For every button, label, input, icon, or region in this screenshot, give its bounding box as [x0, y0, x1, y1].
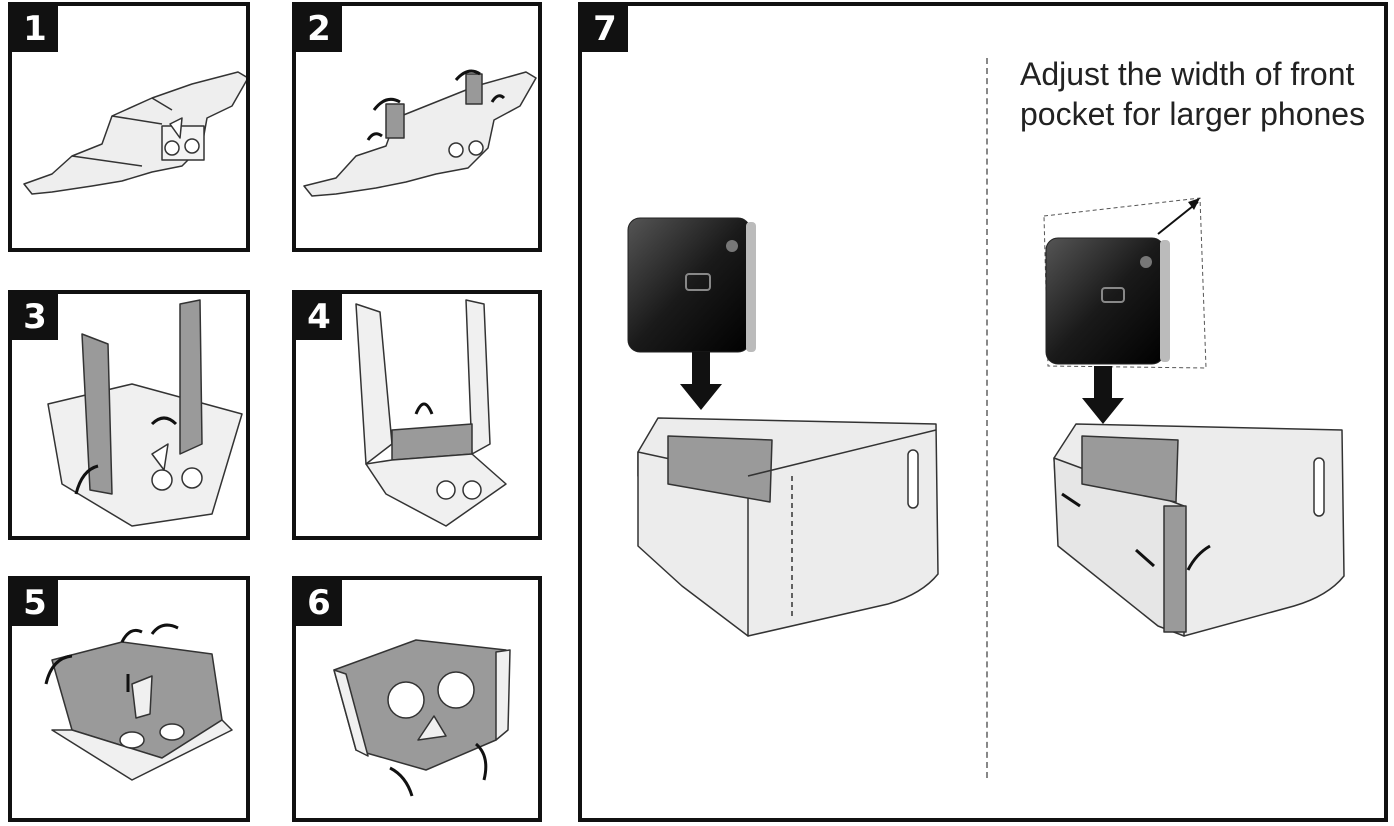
cardboard-viewer	[637, 417, 939, 637]
divider-line	[986, 58, 988, 778]
left-arrow-icon	[1061, 492, 1081, 508]
folding-back-wall	[355, 299, 507, 527]
step-5-number: 5	[12, 580, 58, 626]
step-1-number: 1	[12, 6, 58, 52]
folding-walls-up	[47, 299, 243, 527]
right-arrow-icon	[1135, 548, 1155, 568]
step-4-number: 4	[296, 294, 342, 340]
larger-phone-insertion	[1043, 197, 1345, 637]
step-5-panel: 5	[8, 576, 250, 822]
step-2-number: 2	[296, 6, 342, 52]
standard-phone-insertion	[627, 217, 939, 637]
folding-side-flaps	[303, 69, 537, 197]
step-7-panel: 7 Adjust the width of front pocket for l…	[578, 2, 1388, 822]
down-arrow-icon	[680, 352, 722, 410]
step-6-number: 6	[296, 580, 342, 626]
instruction-caption: Adjust the width of front pocket for lar…	[1020, 54, 1380, 134]
step-4-panel: 4	[292, 290, 542, 540]
step-3-panel: 3	[8, 290, 250, 540]
curved-arrow-icon	[1186, 544, 1211, 571]
step-1-panel: 1	[8, 2, 250, 252]
caption-line-2: pocket for larger phones	[1020, 96, 1366, 132]
flat-cardboard-template	[23, 71, 246, 195]
step-2-panel: 2	[292, 2, 542, 252]
caption-line-1: Adjust the width of front	[1020, 56, 1355, 92]
phone	[627, 217, 756, 353]
phone-large	[1043, 197, 1207, 369]
step-7-number: 7	[582, 6, 628, 52]
expand-arrow-icon	[1157, 201, 1199, 235]
step-3-number: 3	[12, 294, 58, 340]
folding-top-flaps	[44, 623, 233, 781]
step-6-panel: 6	[292, 576, 542, 822]
down-arrow-icon	[1082, 366, 1124, 424]
assembled-viewer	[333, 639, 511, 797]
cardboard-viewer-adjusted	[1053, 423, 1345, 637]
